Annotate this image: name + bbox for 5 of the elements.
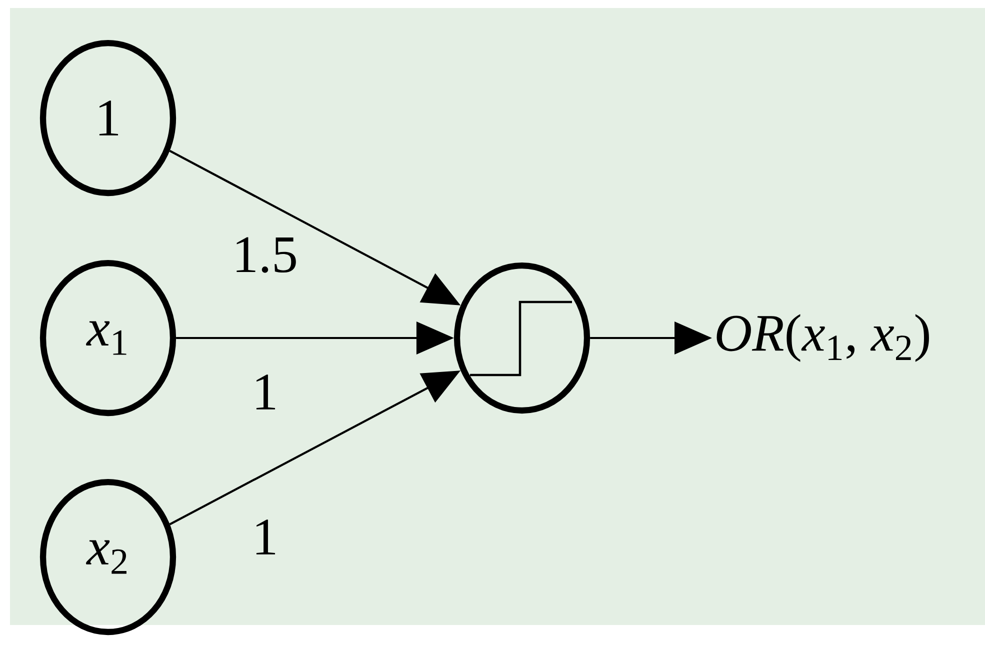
edge-label: 1.5: [236, 237, 296, 273]
edge-label: 1: [256, 374, 276, 410]
edge-label: 1: [256, 520, 276, 554]
neuron-circle: [454, 262, 590, 414]
output-label: OR(x$_{1}$, x$_{2}$): [716, 314, 929, 362]
